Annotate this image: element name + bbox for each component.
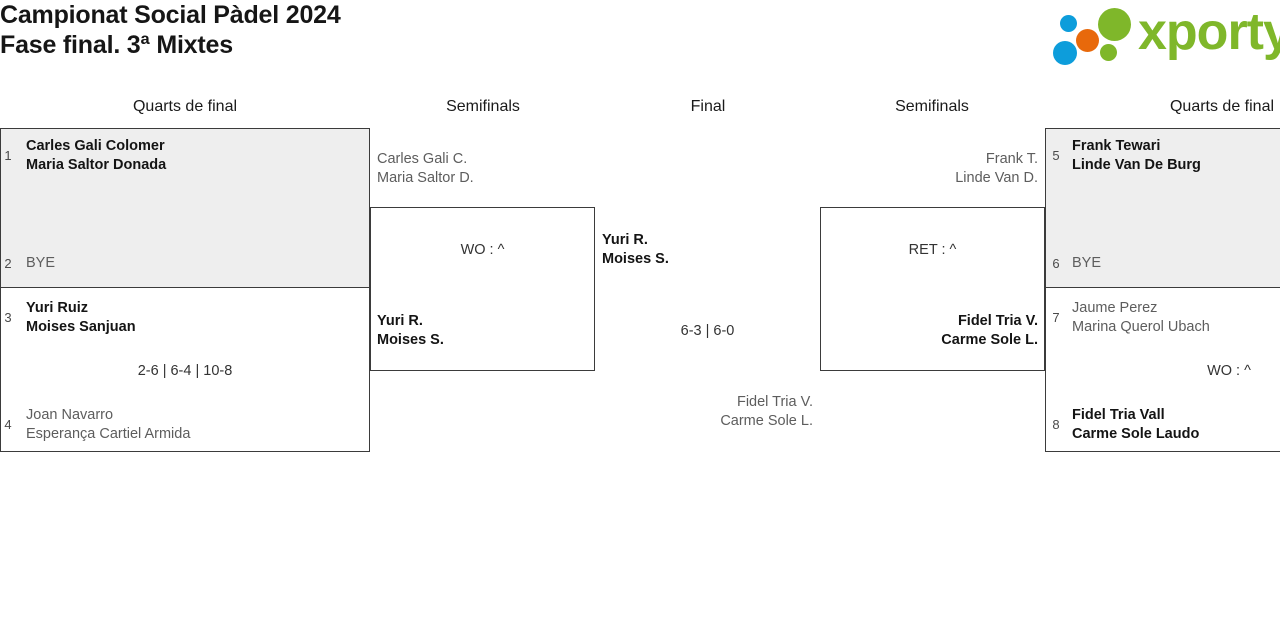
competitor-name-line2: Esperança Cartiel Armida [26, 426, 191, 442]
competitor-sf-right-top[interactable]: Frank T. Linde Van D. [820, 150, 1038, 188]
competitor-sf-left-top[interactable]: Carles Gali C. Maria Saltor D. [377, 150, 474, 188]
match-qf-right-bottom[interactable] [1045, 288, 1280, 452]
competitor-name-line2: Maria Saltor Donada [26, 157, 167, 173]
page-title: Campionat Social Pàdel 2024 Fase final. … [0, 1, 341, 59]
score-qf-left-bottom: 2-6 | 6-4 | 10-8 [137, 363, 233, 379]
competitor-name-line1: Jaume Perez [1072, 300, 1158, 316]
logo-dot-blue-top [1060, 15, 1077, 32]
competitor-name-line1: Frank T. [985, 151, 1038, 167]
competitor-name-line2: Linde Van De Burg [1072, 157, 1201, 173]
competitor-name-line1: Carles Gali Colomer [26, 138, 165, 154]
competitor-name-line2: Carme Sole L. [941, 332, 1038, 348]
score-sf-right: RET : ^ [908, 242, 957, 258]
competitor-name-line2: Carme Sole L. [720, 413, 813, 429]
competitor-name-line1: Carles Gali C. [377, 151, 468, 167]
match-sf-left[interactable] [370, 207, 595, 371]
competitor-final-bottom[interactable]: Fidel Tria V. Carme Sole L. [595, 393, 813, 431]
logo-dot-green-large [1098, 8, 1131, 41]
seed-4: 4 [4, 417, 12, 432]
competitor-name-line1: Fidel Tria V. [957, 313, 1038, 329]
score-qf-right-bottom: WO : ^ [1207, 363, 1251, 379]
competitor-name-line2: Moises S. [602, 251, 669, 267]
competitor-sf-right-bottom[interactable]: Fidel Tria V. Carme Sole L. [820, 312, 1038, 350]
match-qf-right-top[interactable] [1045, 128, 1280, 288]
match-qf-left-bottom[interactable] [0, 288, 370, 452]
round-header-final: Final [690, 98, 726, 115]
score-final: 6-3 | 6-0 [680, 323, 735, 339]
competitor-qf-right-7[interactable]: Jaume Perez Marina Querol Ubach [1072, 299, 1210, 337]
round-header-semifinals-right: Semifinals [895, 98, 969, 115]
match-qf-left-top[interactable] [0, 128, 370, 288]
competitor-name-line1: BYE [1072, 255, 1102, 271]
match-sf-right[interactable] [820, 207, 1045, 371]
round-header-quarts-left: Quarts de final [132, 98, 238, 115]
seed-1: 1 [4, 148, 12, 163]
competitor-qf-left-2[interactable]: BYE [26, 254, 55, 273]
competitor-qf-left-1[interactable]: Carles Gali Colomer Maria Saltor Donada [26, 137, 166, 175]
seed-5: 5 [1052, 148, 1060, 163]
logo-dot-blue-bottom [1053, 41, 1077, 65]
competitor-final-top[interactable]: Yuri R. Moises S. [602, 231, 669, 269]
competitor-name-line1: Fidel Tria Vall [1072, 407, 1165, 423]
logo-dot-green-small [1100, 44, 1117, 61]
competitor-qf-right-5[interactable]: Frank Tewari Linde Van De Burg [1072, 137, 1201, 175]
competitor-name-line2: Moises Sanjuan [26, 319, 136, 335]
competitor-name-line1: BYE [26, 255, 56, 271]
competitor-name-line2: Moises S. [377, 332, 444, 348]
logo-dot-orange [1076, 29, 1099, 52]
score-sf-left: WO : ^ [460, 242, 505, 258]
competitor-name-line2: Marina Querol Ubach [1072, 319, 1210, 335]
logo-wordmark: xporty [1138, 3, 1280, 61]
seed-8: 8 [1052, 417, 1060, 432]
seed-2: 2 [4, 256, 12, 271]
round-header-semifinals-left: Semifinals [446, 98, 520, 115]
competitor-qf-right-8[interactable]: Fidel Tria Vall Carme Sole Laudo [1072, 406, 1199, 444]
competitor-name-line2: Carme Sole Laudo [1072, 426, 1200, 442]
seed-7: 7 [1052, 310, 1060, 325]
competitor-name-line2: Linde Van D. [955, 170, 1038, 186]
round-header-quarts-right: Quarts de final [1169, 98, 1275, 115]
competitor-name-line1: Frank Tewari [1072, 138, 1161, 154]
competitor-sf-left-bottom[interactable]: Yuri R. Moises S. [377, 312, 444, 350]
competitor-name-line1: Yuri Ruiz [26, 300, 89, 316]
xporty-logo: xporty [1048, 2, 1280, 66]
competitor-qf-left-4[interactable]: Joan Navarro Esperança Cartiel Armida [26, 406, 190, 444]
competitor-name-line1: Yuri R. [602, 232, 648, 248]
competitor-name-line2: Maria Saltor D. [377, 170, 474, 186]
competitor-name-line1: Joan Navarro [26, 407, 114, 423]
competitor-qf-right-6[interactable]: BYE [1072, 254, 1101, 273]
competitor-name-line1: Yuri R. [377, 313, 423, 329]
competitor-qf-left-3[interactable]: Yuri Ruiz Moises Sanjuan [26, 299, 136, 337]
seed-6: 6 [1052, 256, 1060, 271]
seed-3: 3 [4, 310, 12, 325]
competitor-name-line1: Fidel Tria V. [736, 394, 813, 410]
